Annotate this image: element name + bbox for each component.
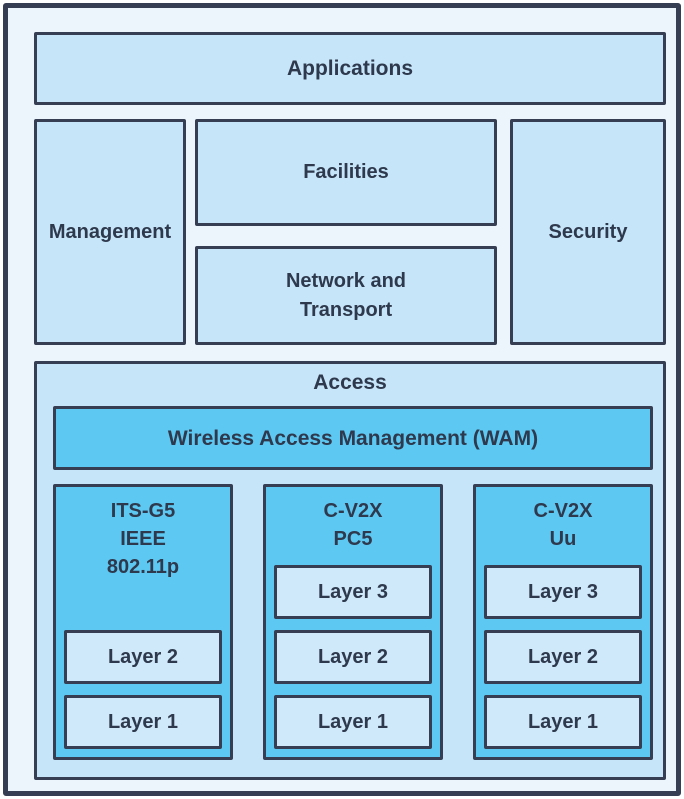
cv2x-uu-title-line2: Uu: [549, 528, 577, 550]
network-transport-box: Network and Transport: [195, 246, 497, 345]
wam-label: Wireless Access Management (WAM): [167, 426, 539, 450]
management-box: Management: [34, 119, 186, 345]
network-transport-label-line1: Network and: [285, 269, 407, 292]
access-technology-columns: ITS-G5 IEEE 802.11p Layer 2 Layer 1 C-V2…: [53, 484, 653, 760]
its-g5-title: ITS-G5 IEEE 802.11p: [64, 497, 222, 619]
cv2x-pc5-layer-1-box: Layer 1: [274, 695, 432, 749]
cv2x-uu-layer-3-box: Layer 3: [484, 565, 642, 619]
management-label: Management: [48, 220, 172, 243]
facilities-box: Facilities: [195, 119, 497, 226]
applications-box: Applications: [34, 32, 666, 105]
wam-box: Wireless Access Management (WAM): [53, 406, 653, 470]
its-g5-layer-1-box: Layer 1: [64, 695, 222, 749]
its-g5-title-line1: ITS-G5: [110, 500, 176, 522]
access-label: Access: [313, 371, 387, 394]
cv2x-pc5-layer-3-box: Layer 3: [274, 565, 432, 619]
its-g5-layer-2-box: Layer 2: [64, 630, 222, 684]
access-column-cv2x-pc5: C-V2X PC5 Layer 3 Layer 2 Layer 1: [263, 484, 443, 760]
its-g5-title-line2: IEEE: [120, 528, 166, 550]
cv2x-pc5-title: C-V2X PC5: [274, 497, 432, 554]
cv2x-uu-title: C-V2X Uu: [484, 497, 642, 554]
cv2x-uu-layer-1-box: Layer 1: [484, 695, 642, 749]
security-label: Security: [548, 220, 628, 243]
security-box: Security: [510, 119, 666, 345]
cv2x-pc5-title-line2: PC5: [333, 528, 373, 550]
its-g5-title-line3: 802.11p: [106, 556, 180, 578]
access-column-cv2x-uu: C-V2X Uu Layer 3 Layer 2 Layer 1: [473, 484, 653, 760]
applications-label: Applications: [286, 57, 413, 80]
cv2x-pc5-layer-2-box: Layer 2: [274, 630, 432, 684]
facilities-label: Facilities: [303, 161, 389, 183]
cv2x-uu-layer-2-box: Layer 2: [484, 630, 642, 684]
access-box: Access Wireless Access Management (WAM) …: [34, 361, 666, 780]
access-column-its-g5: ITS-G5 IEEE 802.11p Layer 2 Layer 1: [53, 484, 233, 760]
cv2x-uu-title-line1: C-V2X: [533, 500, 593, 522]
diagram-frame: Applications Management Facilities Netwo…: [3, 3, 681, 796]
network-transport-label-line2: Transport: [299, 298, 393, 321]
cv2x-pc5-title-line1: C-V2X: [323, 500, 383, 522]
